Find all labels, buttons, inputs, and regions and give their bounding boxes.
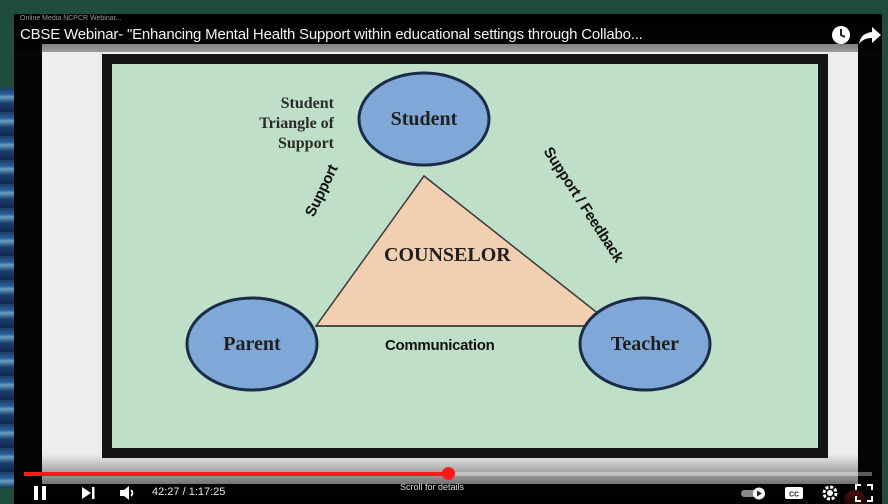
progress-bar[interactable] (24, 467, 872, 480)
channel-text: Online Media NCPCR Webinar... (20, 15, 122, 22)
volume-icon[interactable] (118, 483, 138, 503)
gear-icon[interactable] (820, 483, 840, 503)
student-node (357, 71, 491, 167)
pause-icon[interactable] (32, 483, 48, 503)
time-display: 42:27 / 1:17:25 (152, 486, 226, 498)
student-label: Student (390, 108, 458, 130)
clock-icon[interactable] (830, 24, 852, 46)
cc-icon[interactable]: CC (784, 483, 804, 503)
presentation-slide: Student Triangle of Support Student Pare… (102, 54, 828, 458)
share-icon[interactable] (858, 24, 882, 46)
teacher-label: Teacher (610, 333, 680, 355)
triangle-diagram (185, 71, 712, 392)
teacher-node (578, 296, 712, 392)
parent-node (185, 296, 319, 392)
autoplay-toggle-icon[interactable] (740, 483, 770, 503)
parent-label: Parent (223, 333, 281, 355)
video-player[interactable]: Student Triangle of Support Student Pare… (14, 14, 882, 504)
title-bar: Online Media NCPCR Webinar... CBSE Webin… (14, 14, 882, 52)
video-frame: Student Triangle of Support Student Pare… (42, 44, 866, 504)
communication-edge-label: Communication (385, 337, 495, 354)
svg-text:CC: CC (789, 492, 799, 499)
progress-fill (24, 472, 448, 476)
fullscreen-icon[interactable] (854, 483, 874, 503)
video-title[interactable]: CBSE Webinar- "Enhancing Mental Health S… (20, 26, 643, 43)
slide-heading: Student Triangle of Support (259, 95, 334, 152)
background-decoration (0, 88, 14, 488)
next-icon[interactable] (80, 483, 96, 503)
counselor-label: COUNSELOR (384, 244, 511, 266)
scroll-hint[interactable]: Scroll for details (400, 482, 465, 492)
progress-scrubber[interactable] (442, 467, 455, 480)
